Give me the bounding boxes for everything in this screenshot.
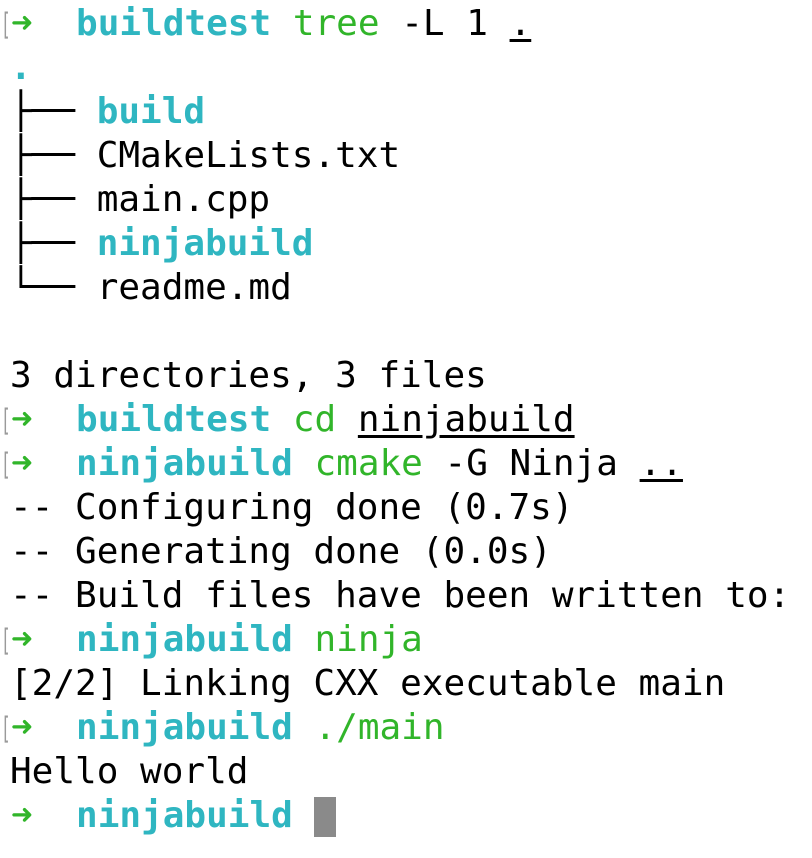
terminal[interactable]: [➜ buildtest tree -L 1 . . ├── build ├──… — [1, 2, 790, 838]
command: cmake — [314, 443, 423, 484]
active-prompt-line[interactable]: ➜ ninjabuild — [1, 794, 790, 838]
command: ./main — [314, 707, 445, 748]
tree-entry: ├── CMakeLists.txt — [1, 134, 790, 178]
text-cursor[interactable] — [314, 797, 337, 837]
prompt-bracket: [ — [1, 446, 11, 483]
tree-file-name: CMakeLists.txt — [96, 135, 401, 176]
prompt-dir: ninjabuild — [76, 619, 293, 660]
output-line: -- Generating done (0.0s) — [10, 531, 552, 572]
tree-file-name: main.cpp — [96, 179, 271, 220]
output-line: 3 directories, 3 files — [10, 355, 487, 396]
command-args: -G Ninja — [422, 443, 640, 484]
prompt-line: [➜ buildtest cd ninjabuild — [1, 398, 790, 442]
prompt-arrow-icon: ➜ — [11, 3, 33, 44]
tree-entry: └── readme.md — [1, 266, 790, 310]
tree-branch: ├── — [10, 179, 97, 220]
tree-dir-name: build — [96, 91, 206, 132]
command: cd — [292, 399, 337, 440]
tree-branch: ├── — [10, 91, 97, 132]
output-line: [2/2] Linking CXX executable main — [10, 663, 726, 704]
prompt-dir: buildtest — [76, 3, 272, 44]
output-line: Hello world — [10, 751, 249, 792]
prompt-dir: buildtest — [76, 399, 272, 440]
command-path: .. — [639, 443, 683, 484]
prompt-arrow-icon: ➜ — [11, 443, 33, 484]
tree-entry: ├── ninjabuild — [1, 222, 790, 266]
command: ninja — [314, 619, 423, 660]
prompt-bracket: [ — [1, 402, 11, 439]
tree-root: . — [1, 46, 790, 90]
command-path: ninjabuild — [357, 399, 575, 440]
prompt-line: [➜ ninjabuild ninja — [1, 618, 790, 662]
prompt-line: [➜ ninjabuild cmake -G Ninja .. — [1, 442, 790, 486]
output-line: -- Configuring done (0.7s) — [10, 487, 574, 528]
tree-entry: ├── build — [1, 90, 790, 134]
prompt-dir: ninjabuild — [76, 795, 293, 836]
tree-branch: ├── — [10, 223, 97, 264]
blank-line — [1, 310, 790, 354]
prompt-arrow-icon: ➜ — [11, 399, 33, 440]
prompt-dir: ninjabuild — [76, 707, 293, 748]
tree-branch: ├── — [10, 135, 97, 176]
prompt-bracket: [ — [1, 622, 11, 659]
prompt-arrow-icon: ➜ — [11, 707, 33, 748]
prompt-bracket: [ — [1, 710, 11, 747]
prompt-dir: ninjabuild — [76, 443, 293, 484]
prompt-line: [➜ ninjabuild ./main — [1, 706, 790, 750]
tree-file-name: readme.md — [96, 267, 292, 308]
prompt-bracket: [ — [1, 6, 11, 43]
prompt-line: [➜ buildtest tree -L 1 . — [1, 2, 790, 46]
command-path: . — [509, 3, 532, 44]
tree-entry: ├── main.cpp — [1, 178, 790, 222]
prompt-arrow-icon: ➜ — [11, 619, 33, 660]
tree-branch: └── — [10, 267, 97, 308]
tree-dir-name: ninjabuild — [96, 223, 314, 264]
command-args: -L 1 — [379, 3, 510, 44]
prompt-arrow-icon: ➜ — [11, 795, 33, 836]
tree-root-dot: . — [10, 47, 32, 88]
command: tree — [292, 3, 380, 44]
output-line: -- Build files have been written to: — [10, 575, 791, 616]
